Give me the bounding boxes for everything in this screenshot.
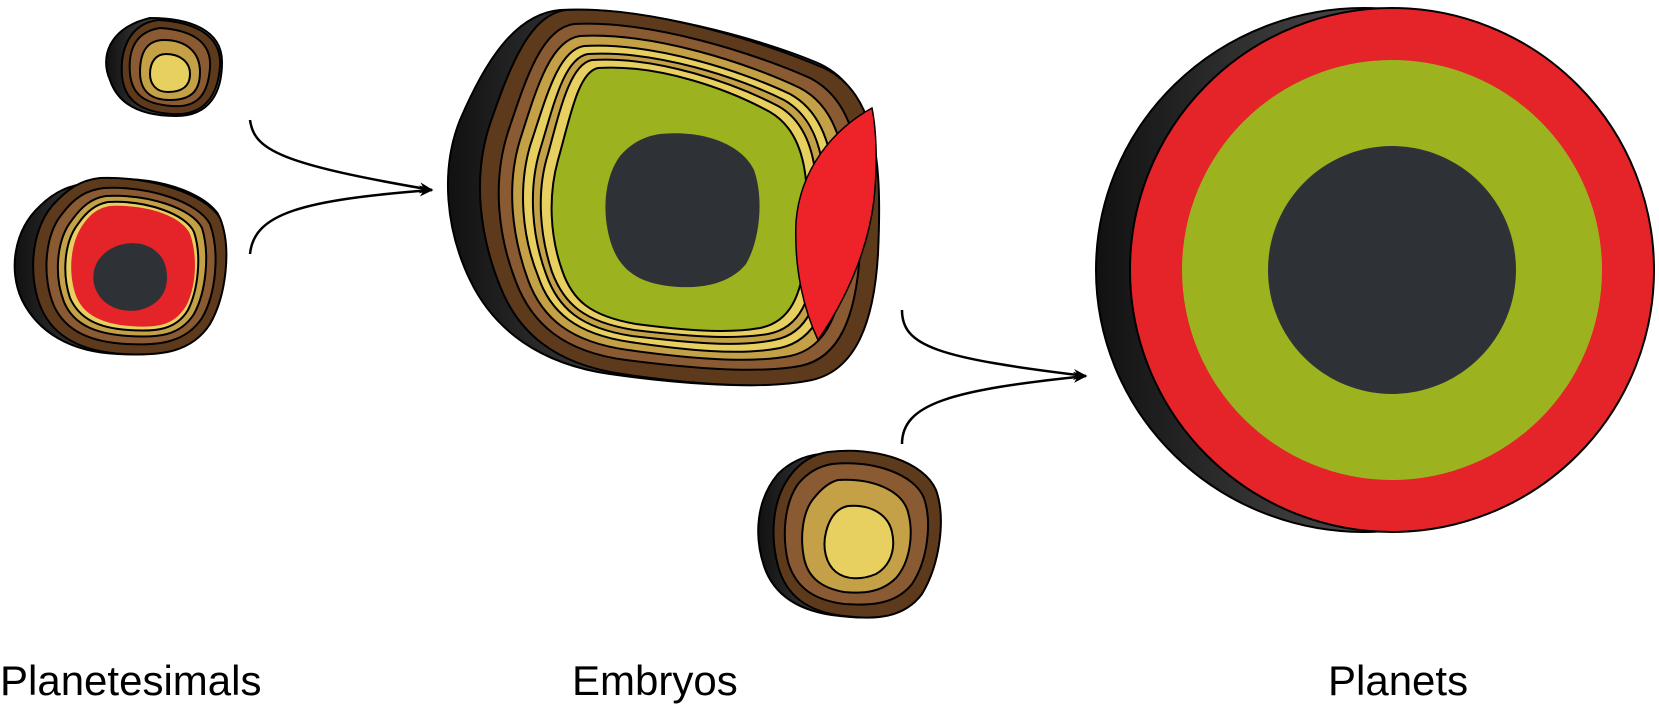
arrows-planetesimals-to-embryo xyxy=(250,120,432,254)
label-embryos: Embryos xyxy=(572,660,738,702)
arrow-lower-to-planet xyxy=(902,376,1086,444)
label-planets: Planets xyxy=(1328,660,1468,702)
embryo-core xyxy=(605,133,759,287)
arrows-embryo-to-planet xyxy=(902,310,1086,444)
planet-core xyxy=(1268,146,1516,394)
planet xyxy=(1096,8,1654,532)
arrow-upper-to-embryo xyxy=(250,120,432,190)
rocky-body-small xyxy=(758,451,941,618)
embryo xyxy=(448,10,879,385)
rocky-body-core-layer xyxy=(824,506,893,579)
arrow-upper-to-planet xyxy=(902,310,1086,376)
arrow-lower-to-embryo xyxy=(250,190,432,254)
label-planetesimals: Planetesimals xyxy=(0,660,261,702)
planetesimal-differentiated xyxy=(15,178,227,355)
planetesimal-small-top xyxy=(106,18,222,116)
planetesimal-small-core-layer xyxy=(150,54,190,92)
